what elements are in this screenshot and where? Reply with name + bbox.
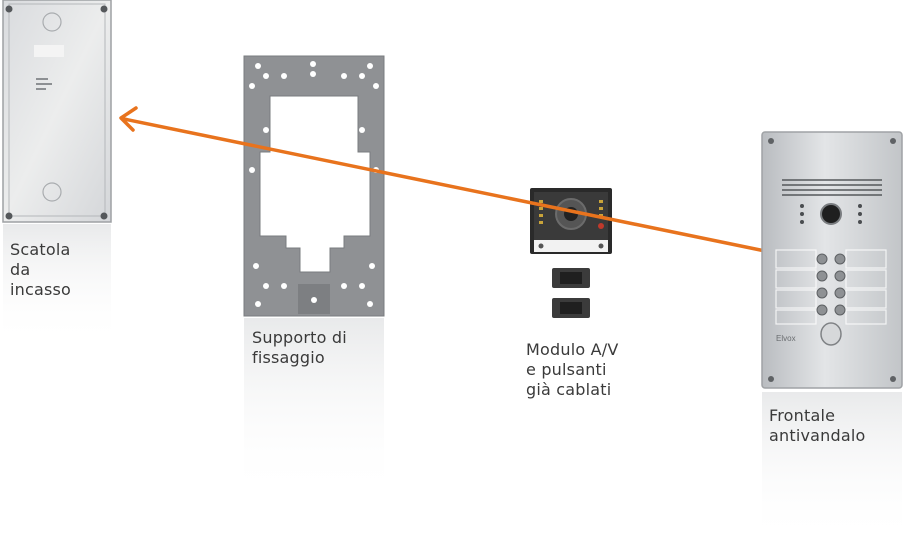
front-panel <box>761 131 903 389</box>
box-reflection <box>3 224 111 344</box>
arrow-left-icon <box>119 106 138 132</box>
frame-reflection <box>244 318 384 498</box>
mounting-frame <box>243 55 385 317</box>
button-module-bottom <box>552 298 590 318</box>
label-front-panel: Frontale antivandalo <box>769 406 866 445</box>
button-module-top <box>552 268 590 288</box>
front-reflection <box>762 392 902 542</box>
av-module <box>530 188 612 254</box>
label-recessed-box: Scatola da incasso <box>10 240 72 299</box>
label-av-module: Modulo A/V e pulsanti già cablati <box>526 340 619 399</box>
label-mounting-frame: Supporto di fissaggio <box>252 328 347 367</box>
recessed-box <box>2 0 112 223</box>
front-logo: Elvox <box>776 334 796 343</box>
assembly-arrow <box>122 117 772 254</box>
